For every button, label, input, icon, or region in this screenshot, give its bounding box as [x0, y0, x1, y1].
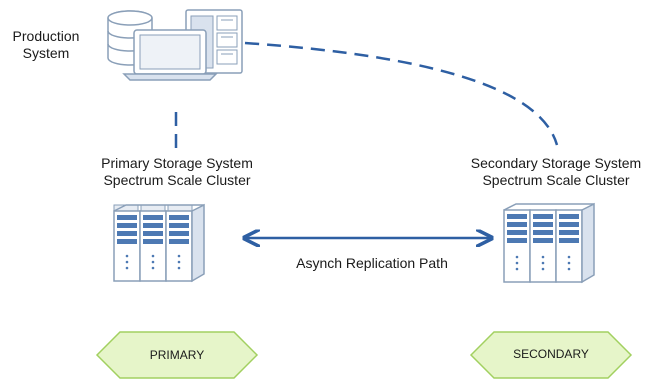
- secondary-tag-shape: [469, 331, 633, 379]
- production-to-secondary-link: [244, 41, 559, 146]
- primary-tag-shape: [95, 331, 259, 379]
- secondary-label-line2: Spectrum Scale Cluster: [482, 172, 630, 188]
- replication-path-label: Asynch Replication Path: [296, 255, 448, 271]
- primary-label-line1: Primary Storage System: [101, 155, 253, 171]
- production-system-icon: [107, 9, 243, 81]
- primary-storage-label: Primary Storage System Spectrum Scale Cl…: [74, 155, 280, 189]
- secondary-label-line1: Secondary Storage System: [470, 155, 642, 171]
- primary-tag-label: PRIMARY: [149, 348, 205, 362]
- primary-storage-rack-icon: [113, 203, 205, 283]
- production-label-line1: Production: [12, 28, 80, 44]
- production-label-line2: System: [22, 45, 70, 61]
- secondary-tag-label: SECONDARY: [513, 347, 589, 361]
- secondary-storage-rack-icon: [503, 202, 595, 284]
- production-system-label: Production System: [6, 28, 86, 62]
- secondary-storage-label: Secondary Storage System Spectrum Scale …: [450, 155, 659, 189]
- primary-label-line2: Spectrum Scale Cluster: [103, 172, 251, 188]
